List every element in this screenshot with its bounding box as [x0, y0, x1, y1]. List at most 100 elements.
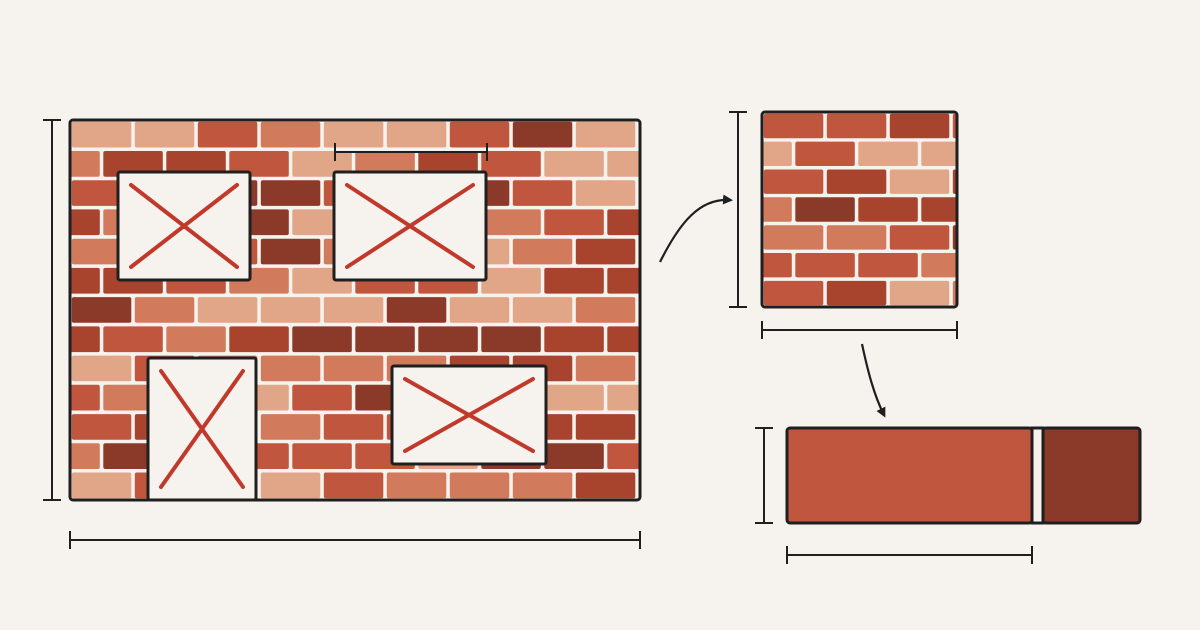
wall-brick — [260, 355, 321, 382]
wall-brick — [71, 472, 132, 499]
wall-brick — [197, 121, 258, 148]
sample-brick — [889, 225, 950, 250]
wall-opening — [146, 356, 258, 502]
opening-cross-mark — [403, 377, 535, 453]
wall-brick — [512, 238, 573, 265]
sample-brick — [826, 169, 887, 194]
wall-brick — [544, 326, 604, 353]
wall-brick — [607, 384, 640, 411]
wall-brick — [71, 355, 132, 382]
wall-brick — [166, 151, 226, 177]
sample-brick — [858, 253, 918, 278]
wall-brick — [292, 443, 352, 469]
wall-brick — [544, 384, 604, 411]
sample-outline — [760, 110, 959, 309]
wall-brick — [418, 151, 478, 177]
sample-brick — [795, 253, 855, 278]
wall-brick — [323, 297, 384, 323]
sample-panel — [760, 110, 959, 309]
wall-brick — [103, 151, 163, 177]
wall-brick — [292, 384, 352, 411]
sample-brick — [889, 113, 950, 139]
wall-brick — [103, 326, 163, 353]
wall-brick — [607, 326, 640, 353]
sample-brick — [921, 141, 957, 167]
wall-brick — [544, 151, 604, 177]
sample-brick — [763, 280, 824, 306]
wall-brick — [575, 297, 636, 323]
wall-opening — [390, 364, 548, 466]
sample-width-dimension — [761, 321, 958, 339]
opening-cross-mark — [129, 183, 239, 269]
sample-brick — [889, 169, 950, 194]
brick-joint — [1030, 426, 1045, 525]
wall-brick — [512, 472, 573, 499]
sample-brick — [921, 253, 957, 278]
wall-brick — [71, 180, 132, 206]
wall-brick — [575, 472, 636, 499]
wall-brick — [323, 355, 384, 382]
wall-brick — [71, 297, 132, 323]
wall-brick — [386, 472, 447, 499]
wall-brick — [449, 472, 510, 499]
wall-brick — [481, 326, 541, 353]
wall-brick — [292, 326, 352, 353]
brick-height-dimension — [755, 427, 773, 524]
wall-brick — [607, 209, 640, 236]
sample-brick — [763, 225, 824, 250]
wall-brick — [260, 297, 321, 323]
wall-brick — [449, 297, 510, 323]
wall-brick — [575, 180, 636, 206]
sample-brick — [763, 169, 824, 194]
wall-brick — [71, 414, 132, 440]
sample-brick — [858, 197, 918, 222]
wall-brick — [229, 326, 289, 353]
sample-height-dimension — [729, 111, 747, 308]
wall-brick — [260, 238, 321, 265]
wall-brick — [544, 209, 604, 236]
wall-height-dimension — [43, 119, 61, 501]
wall-brick — [229, 151, 289, 177]
wall-brick — [134, 297, 195, 323]
wall-brick — [386, 121, 447, 148]
wall-brick — [260, 414, 321, 440]
wall-brick — [292, 151, 352, 177]
wall-brick — [481, 267, 541, 294]
wall-brick — [260, 180, 321, 206]
wall-brick — [544, 267, 604, 294]
wall-brick — [512, 180, 573, 206]
sample-brick — [795, 141, 855, 166]
wall-brick — [481, 209, 541, 236]
sample-brick — [795, 197, 855, 222]
wall-brick — [512, 297, 573, 323]
wall-bricks — [70, 121, 640, 499]
sample-brick — [921, 197, 957, 222]
wall-brick — [607, 443, 640, 469]
wall-brick — [71, 238, 132, 265]
opening-cross-mark — [345, 183, 475, 269]
wall-brick — [355, 326, 415, 353]
wall-width-dimension — [69, 531, 641, 549]
sample-brick — [763, 113, 824, 139]
sample-brick — [826, 225, 887, 250]
wall-brick — [575, 414, 636, 440]
wall-brick — [197, 297, 258, 323]
wall-brick — [449, 121, 510, 148]
wall-opening — [116, 170, 252, 282]
brick-neighbor — [1041, 426, 1142, 525]
wall-openings — [116, 170, 548, 502]
brick-face — [785, 426, 1034, 525]
wall-brick — [575, 355, 636, 382]
wall-brick — [544, 443, 604, 469]
opening-width-dimension — [334, 143, 488, 161]
wall-brick — [260, 472, 321, 499]
opening-cross-mark — [159, 369, 245, 489]
wall-brick — [166, 326, 226, 353]
wall-brick — [418, 326, 478, 353]
wall-brick — [134, 121, 195, 148]
brick-length-dimension — [786, 546, 1033, 564]
sample-brick — [889, 280, 950, 306]
sample-bricks — [762, 113, 957, 306]
wall-brick — [575, 121, 636, 148]
